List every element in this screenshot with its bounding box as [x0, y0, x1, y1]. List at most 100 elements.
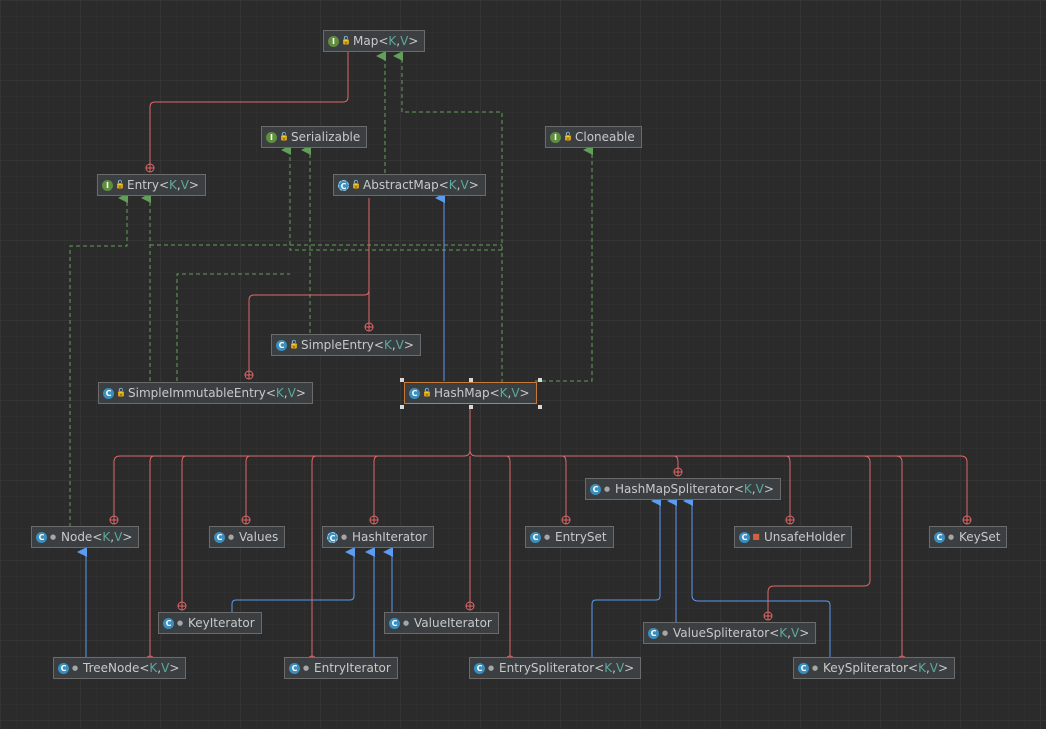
node-hashiterator[interactable]: C● HashIterator	[322, 526, 435, 548]
package-private-icon: ●	[227, 533, 235, 541]
extends-edges	[77, 193, 831, 657]
node-simpleentry[interactable]: C🔓 SimpleEntry<K, V>	[271, 334, 421, 356]
type-param: K	[383, 338, 392, 352]
type-param: K	[169, 178, 177, 192]
package-private-icon: ●	[49, 533, 57, 541]
package-private-icon: ●	[302, 664, 310, 672]
node-values[interactable]: C● Values	[209, 526, 286, 548]
node-keyiterator[interactable]: C● KeyIterator	[158, 612, 262, 634]
type-param: K	[102, 530, 111, 544]
public-icon: 🔓	[422, 388, 432, 397]
node-treenode[interactable]: C● TreeNode<K, V>	[53, 657, 187, 679]
package-private-icon: ●	[543, 533, 551, 541]
type-param: V	[395, 338, 404, 352]
class-icon: C	[389, 617, 400, 629]
public-icon: 🔓	[115, 180, 125, 189]
node-valueiterator[interactable]: C● ValueIterator	[384, 612, 499, 634]
implements-edges	[69, 51, 593, 527]
abstract-class-icon: C	[338, 179, 349, 191]
resize-handle[interactable]	[469, 378, 473, 382]
node-cloneable[interactable]: I🔓 Cloneable	[545, 126, 642, 148]
node-serializable[interactable]: I🔓 Serializable	[261, 126, 368, 148]
node-name: Node	[61, 530, 93, 544]
node-hashmapspliterator[interactable]: C● HashMapSpliterator<K, V>	[585, 478, 781, 500]
node-node[interactable]: C● Node<K, V>	[31, 526, 140, 548]
node-name: HashMapSpliterator	[615, 482, 734, 496]
type-param: K	[388, 34, 397, 48]
node-keyspliterator[interactable]: C● KeySpliterator<K, V>	[793, 657, 956, 679]
node-name: Serializable	[291, 130, 361, 144]
type-param: K	[499, 386, 508, 400]
package-private-icon: ●	[71, 664, 79, 672]
public-icon: 🔓	[351, 180, 361, 189]
node-entry[interactable]: I🔓 Entry<K, V>	[97, 174, 206, 196]
type-param: V	[790, 626, 800, 640]
node-valuespliterator[interactable]: C● ValueSpliterator<K, V>	[643, 622, 817, 644]
node-name: EntrySet	[555, 530, 607, 544]
type-param: V	[114, 530, 123, 544]
node-entryspliterator[interactable]: C● EntrySpliterator<K, V>	[469, 657, 642, 679]
node-keyset[interactable]: C● KeySet	[929, 526, 1008, 548]
node-name: EntryIterator	[314, 661, 391, 675]
type-param: V	[755, 482, 764, 496]
node-abstractmap[interactable]: C🔓 AbstractMap<K, V>	[333, 174, 486, 196]
package-private-icon: ●	[176, 619, 184, 627]
type-param: V	[287, 386, 296, 400]
node-name: HashIterator	[352, 530, 428, 544]
node-name: SimpleImmutableEntry	[128, 386, 266, 400]
node-name: TreeNode	[83, 661, 140, 675]
resize-handle[interactable]	[469, 405, 473, 409]
node-entryiterator[interactable]: C● EntryIterator	[284, 657, 398, 679]
resize-handle[interactable]	[400, 378, 404, 382]
node-unsafeholder[interactable]: C■ UnsafeHolder	[734, 526, 853, 548]
type-param: V	[460, 178, 469, 192]
class-icon: C	[36, 531, 47, 543]
class-icon: C	[648, 627, 659, 639]
type-param: K	[149, 661, 158, 675]
interface-icon: I	[328, 35, 339, 47]
abstract-class-icon: C	[327, 531, 338, 543]
class-icon: C	[590, 483, 601, 495]
resize-handle[interactable]	[538, 405, 542, 409]
class-icon: C	[530, 531, 541, 543]
type-param: V	[180, 178, 189, 192]
public-icon: 🔓	[116, 388, 126, 397]
node-map[interactable]: I🔓 Map<K, V>	[323, 30, 426, 52]
node-entryset[interactable]: C● EntrySet	[525, 526, 614, 548]
node-name: KeySpliterator	[823, 661, 909, 675]
type-param: K	[448, 178, 457, 192]
type-param: V	[511, 386, 520, 400]
type-param: V	[929, 661, 938, 675]
package-private-icon: ●	[487, 664, 495, 672]
inner-class-edges	[113, 52, 968, 660]
resize-handle[interactable]	[538, 378, 542, 382]
node-simpleimmutableentry[interactable]: C🔓 SimpleImmutableEntry<K, V>	[98, 382, 313, 404]
type-param: K	[604, 661, 613, 675]
resize-handle[interactable]	[400, 405, 404, 409]
type-param: K	[779, 626, 788, 640]
package-private-icon: ●	[340, 533, 348, 541]
private-lock-icon: ■	[752, 532, 760, 541]
type-param: V	[615, 661, 625, 675]
type-param: K	[918, 661, 926, 675]
public-icon: 🔓	[341, 36, 351, 45]
class-icon: C	[474, 662, 485, 674]
package-private-icon: ●	[603, 485, 611, 493]
node-hashmap[interactable]: C🔓 HashMap<K, V>	[404, 382, 537, 404]
node-name: Cloneable	[575, 130, 635, 144]
node-name: ValueIterator	[414, 616, 492, 630]
class-icon: C	[163, 617, 174, 629]
interface-icon: I	[102, 179, 113, 191]
node-name: ValueSpliterator	[673, 626, 770, 640]
node-name: SimpleEntry	[301, 338, 374, 352]
type-param: K	[275, 386, 284, 400]
node-name: Entry	[127, 178, 159, 192]
node-name: KeySet	[959, 530, 1001, 544]
class-icon: C	[934, 531, 945, 543]
class-icon: C	[798, 662, 809, 674]
package-private-icon: ●	[947, 533, 955, 541]
type-param: V	[400, 34, 409, 48]
interface-icon: I	[266, 131, 277, 143]
node-name: KeyIterator	[188, 616, 255, 630]
